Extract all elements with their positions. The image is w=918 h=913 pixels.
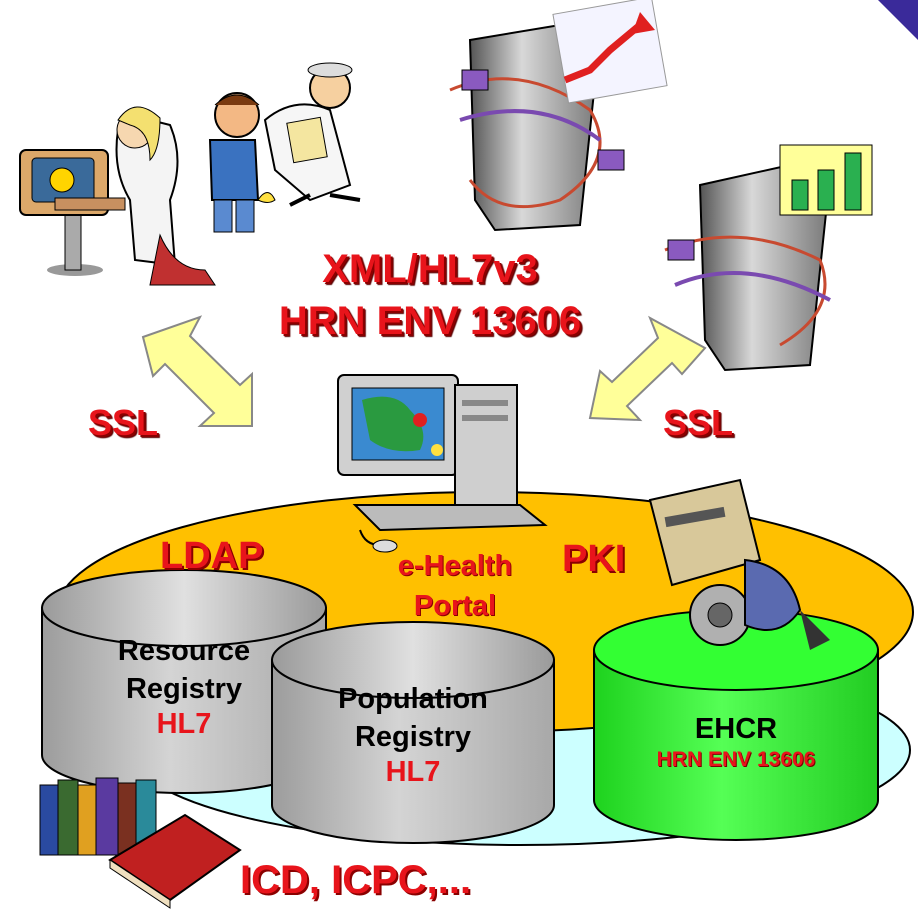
ssl-arrow-right: [588, 315, 707, 422]
server-growth-chart-illustration: [449, 0, 668, 232]
resource-registry-line1: Resource: [117, 635, 251, 667]
portal-label-line2: Portal: [413, 590, 497, 622]
population-registry-cylinder: [271, 621, 555, 844]
population-registry-line1: Population: [338, 683, 488, 715]
xml-hl7-label: XML/HL7v3: [322, 247, 538, 291]
books-illustration: [39, 777, 242, 909]
population-registry-line2: Registry: [354, 721, 472, 753]
portal-label-line1: e-Health: [397, 550, 513, 582]
nurse-computer-illustration: [19, 106, 216, 286]
population-registry-label: Population Registry HL7: [313, 680, 513, 789]
server-bar-chart-illustration: [664, 144, 873, 372]
ssl-arrow-left: [141, 315, 253, 427]
ssl-label-right: SSL: [663, 402, 734, 443]
ssl-label-left: SSL: [88, 402, 159, 443]
ldap-label: LDAP: [160, 535, 264, 577]
patient-doctor-illustration: [208, 62, 361, 233]
corner-decoration: [878, 0, 918, 40]
ehcr-standard: HRN ENV 13606: [656, 748, 816, 771]
ehcr-title: EHCR: [694, 713, 778, 745]
resource-registry-standard: HL7: [156, 708, 212, 740]
population-registry-standard: HL7: [385, 756, 441, 788]
pki-device-illustration: [648, 478, 830, 650]
hrn-env-label: HRN ENV 13606: [278, 299, 582, 343]
resource-registry-line2: Registry: [125, 673, 243, 705]
portal-workstation-illustration: [337, 374, 548, 553]
ehcr-label: EHCR HRN ENV 13606: [606, 710, 866, 772]
classifications-label: ICD, ICPC,...: [240, 858, 472, 902]
pki-label: PKI: [562, 538, 626, 580]
resource-registry-label: Resource Registry HL7: [84, 632, 284, 741]
